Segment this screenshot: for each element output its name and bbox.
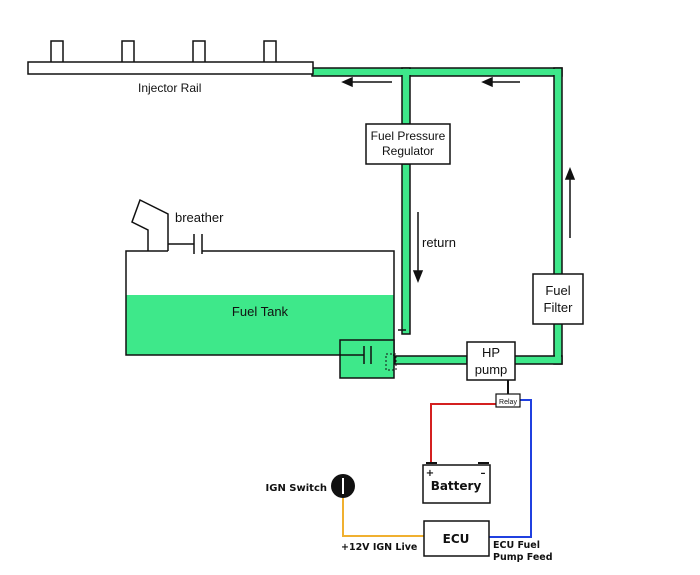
fpr-label-line1: Fuel Pressure bbox=[371, 129, 446, 143]
hp-pump-label-line2: pump bbox=[475, 362, 508, 377]
breather-label: breather bbox=[175, 210, 224, 225]
injector-rail-label: Injector Rail bbox=[138, 81, 201, 95]
injector-3 bbox=[192, 40, 206, 64]
hp-pump: HP pump bbox=[466, 341, 516, 381]
fpr-label-line2: Regulator bbox=[382, 144, 434, 158]
ecu-feed-label-line1: ECU Fuel bbox=[493, 540, 540, 551]
wire-ign-live bbox=[342, 498, 424, 537]
battery-plus: + bbox=[426, 468, 434, 479]
return-label: return bbox=[422, 235, 456, 250]
fuel-line-return bbox=[401, 163, 411, 335]
rail-body bbox=[27, 61, 314, 75]
battery-minus: – bbox=[481, 468, 486, 479]
flow-arrows bbox=[341, 76, 576, 284]
fuel-lines bbox=[311, 67, 563, 365]
fuel-line-pump-out bbox=[513, 355, 563, 365]
ign-switch: IGN Switch bbox=[266, 474, 355, 498]
ign-live-label: +12V IGN Live bbox=[341, 542, 417, 553]
battery: + – Battery bbox=[422, 462, 491, 504]
relay-label: Relay bbox=[499, 399, 517, 406]
hp-pump-label-line1: HP bbox=[482, 345, 500, 360]
injector-1 bbox=[50, 40, 64, 64]
ecu-label: ECU bbox=[443, 532, 470, 546]
breather-pipe bbox=[131, 198, 203, 254]
injector-4 bbox=[263, 40, 277, 64]
relay: Relay bbox=[495, 393, 521, 408]
fuel-filter: Fuel Filter bbox=[532, 273, 584, 325]
fuel-tank: breather Fuel Tank bbox=[125, 198, 406, 379]
ign-switch-label: IGN Switch bbox=[266, 483, 327, 494]
fuel-tank-label: Fuel Tank bbox=[232, 304, 289, 319]
fuel-pressure-regulator: Fuel Pressure Regulator bbox=[365, 123, 451, 165]
ecu-feed-label-line2: Pump Feed bbox=[493, 552, 553, 563]
ecu: ECU bbox=[423, 520, 490, 557]
fuel-filter-label-line1: Fuel bbox=[545, 283, 570, 298]
wiring bbox=[342, 380, 532, 538]
wire-battery-positive bbox=[430, 403, 496, 462]
fuel-filter-label-line2: Filter bbox=[544, 300, 574, 315]
wire-ecu-pump-feed bbox=[489, 399, 532, 538]
battery-label: Battery bbox=[431, 479, 482, 493]
injector-2 bbox=[121, 40, 135, 64]
injector-rail: Injector Rail bbox=[27, 40, 314, 95]
